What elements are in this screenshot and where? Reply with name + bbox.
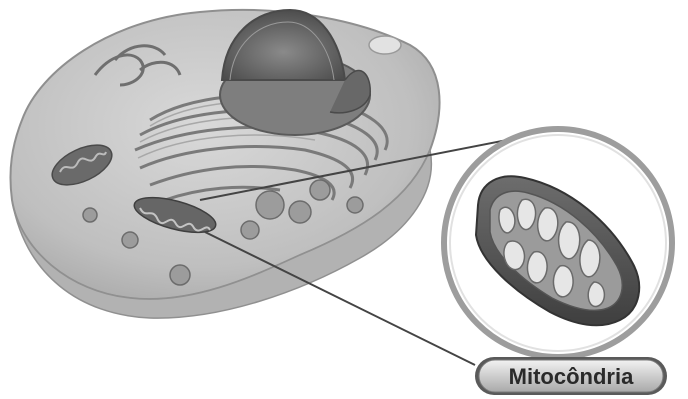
mitochondria-label-text: Mitocôndria — [509, 364, 634, 389]
magnifier-lens — [444, 129, 672, 357]
mitochondria-label: Mitocôndria — [475, 357, 667, 395]
animal-cell-illustration — [10, 10, 439, 318]
